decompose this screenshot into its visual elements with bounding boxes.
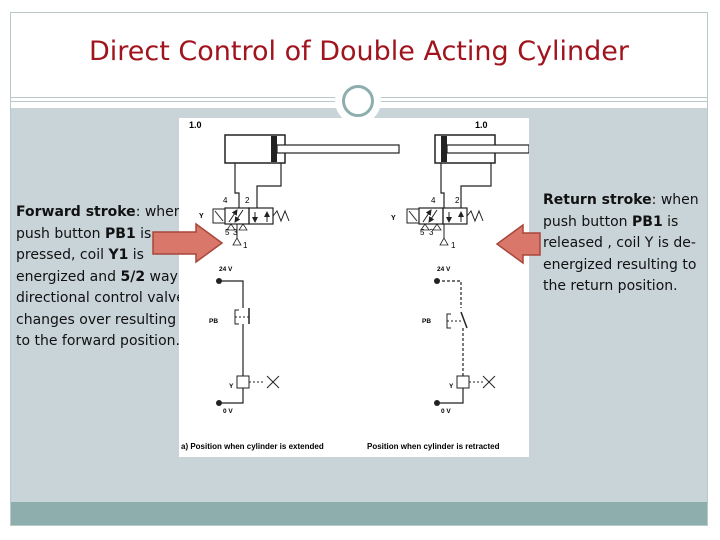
left-valve-spring bbox=[272, 209, 290, 223]
right-ground-node bbox=[434, 400, 440, 406]
left-ground-label: 0 V bbox=[223, 408, 233, 415]
circuit-diagram: 1.0 4 2 Y 5 3 1 bbox=[179, 118, 530, 457]
left-port-2: 2 bbox=[245, 196, 250, 205]
left-exhaust-5 bbox=[226, 223, 236, 231]
slide-frame bbox=[10, 12, 708, 526]
right-solenoid-slash bbox=[408, 210, 418, 222]
right-supply-source bbox=[439, 237, 449, 246]
left-valve-arrow bbox=[234, 209, 244, 223]
left-circuit: 1.0 4 2 Y 5 3 1 bbox=[181, 120, 400, 451]
right-pb-label: PB bbox=[422, 318, 431, 325]
right-port-5: 5 bbox=[420, 228, 425, 237]
return-stroke-label: Return stroke bbox=[543, 192, 652, 208]
text-part: way directional control valve changes ov… bbox=[16, 268, 185, 350]
right-pointing-arrow bbox=[152, 222, 224, 264]
bottom-band bbox=[11, 502, 707, 525]
left-wire-top bbox=[219, 280, 244, 308]
right-supply-label: 24 V bbox=[437, 266, 451, 273]
right-port-2: 2 bbox=[455, 196, 460, 205]
left-pressure-label: 1.0 bbox=[189, 120, 202, 130]
left-diode bbox=[266, 375, 280, 389]
right-diode bbox=[482, 375, 496, 389]
text-part: : when push button bbox=[16, 204, 183, 242]
text-part: is released , coil Y is de-energized res… bbox=[543, 213, 697, 295]
left-port-5: 5 bbox=[225, 228, 230, 237]
right-port-3: 3 bbox=[429, 228, 434, 237]
text-part: is pressed, coil bbox=[16, 225, 152, 264]
forward-stroke-label: Forward stroke bbox=[16, 204, 136, 220]
right-wire-top bbox=[437, 280, 462, 308]
right-caption: Position when cylinder is retracted bbox=[367, 442, 500, 451]
left-piston-rod bbox=[276, 144, 400, 154]
left-port-4: 4 bbox=[223, 196, 228, 205]
right-valve-spring bbox=[466, 209, 484, 223]
right-port-4: 4 bbox=[431, 196, 436, 205]
left-port-3: 3 bbox=[233, 228, 238, 237]
forward-stroke-text: Forward stroke: when push button PB1 is … bbox=[16, 202, 191, 353]
right-circuit: 1.0 4 2 Y 5 3 1 bbox=[367, 120, 530, 451]
text-part: : when push button bbox=[543, 192, 699, 230]
right-exhaust-3 bbox=[432, 223, 442, 231]
left-caption: a) Position when cylinder is extended bbox=[181, 442, 324, 451]
right-valve-coil-label: Y bbox=[391, 215, 396, 222]
left-exhaust-3 bbox=[238, 223, 248, 231]
left-wire-bottom bbox=[219, 388, 244, 404]
return-stroke-text: Return stroke: when push button PB1 is r… bbox=[543, 190, 708, 298]
left-solenoid-slash bbox=[214, 210, 224, 222]
right-line-4 bbox=[440, 163, 445, 208]
ring-decoration-inner bbox=[342, 85, 374, 117]
valve-label: 5/2 bbox=[120, 268, 146, 285]
left-ground-node bbox=[216, 400, 222, 406]
circuit-diagram-svg: 1.0 4 2 Y 5 3 1 bbox=[181, 120, 530, 451]
left-coil-label: Y bbox=[229, 383, 234, 390]
pb-label: PB1 bbox=[632, 213, 663, 230]
right-coil-label: Y bbox=[449, 383, 454, 390]
left-valve-arrow bbox=[228, 209, 238, 223]
right-valve-arrow bbox=[428, 209, 438, 223]
left-supply-label: 24 V bbox=[219, 266, 233, 273]
left-pointing-arrow bbox=[495, 223, 541, 265]
pb-label: PB1 bbox=[105, 225, 136, 242]
right-valve-arrow bbox=[422, 209, 432, 223]
right-wire-bottom bbox=[437, 388, 464, 404]
left-line-2 bbox=[256, 163, 282, 208]
left-valve-coil-label: Y bbox=[199, 213, 204, 220]
right-pressure-label: 1.0 bbox=[475, 120, 488, 130]
left-pb-label: PB bbox=[209, 318, 218, 325]
left-supply-source bbox=[232, 237, 242, 246]
left-port-1: 1 bbox=[243, 241, 248, 250]
left-line-4 bbox=[234, 163, 240, 208]
right-ground-label: 0 V bbox=[441, 408, 451, 415]
right-line-2 bbox=[460, 163, 492, 208]
slide-title: Direct Control of Double Acting Cylinder bbox=[88, 36, 630, 67]
coil-label: Y1 bbox=[108, 247, 129, 263]
text-part: is energized and bbox=[16, 247, 144, 285]
right-port-1: 1 bbox=[451, 241, 456, 250]
right-pb-contact bbox=[460, 311, 468, 329]
left-piston bbox=[271, 136, 277, 162]
right-piston bbox=[441, 136, 447, 162]
right-exhaust-5 bbox=[420, 223, 430, 231]
